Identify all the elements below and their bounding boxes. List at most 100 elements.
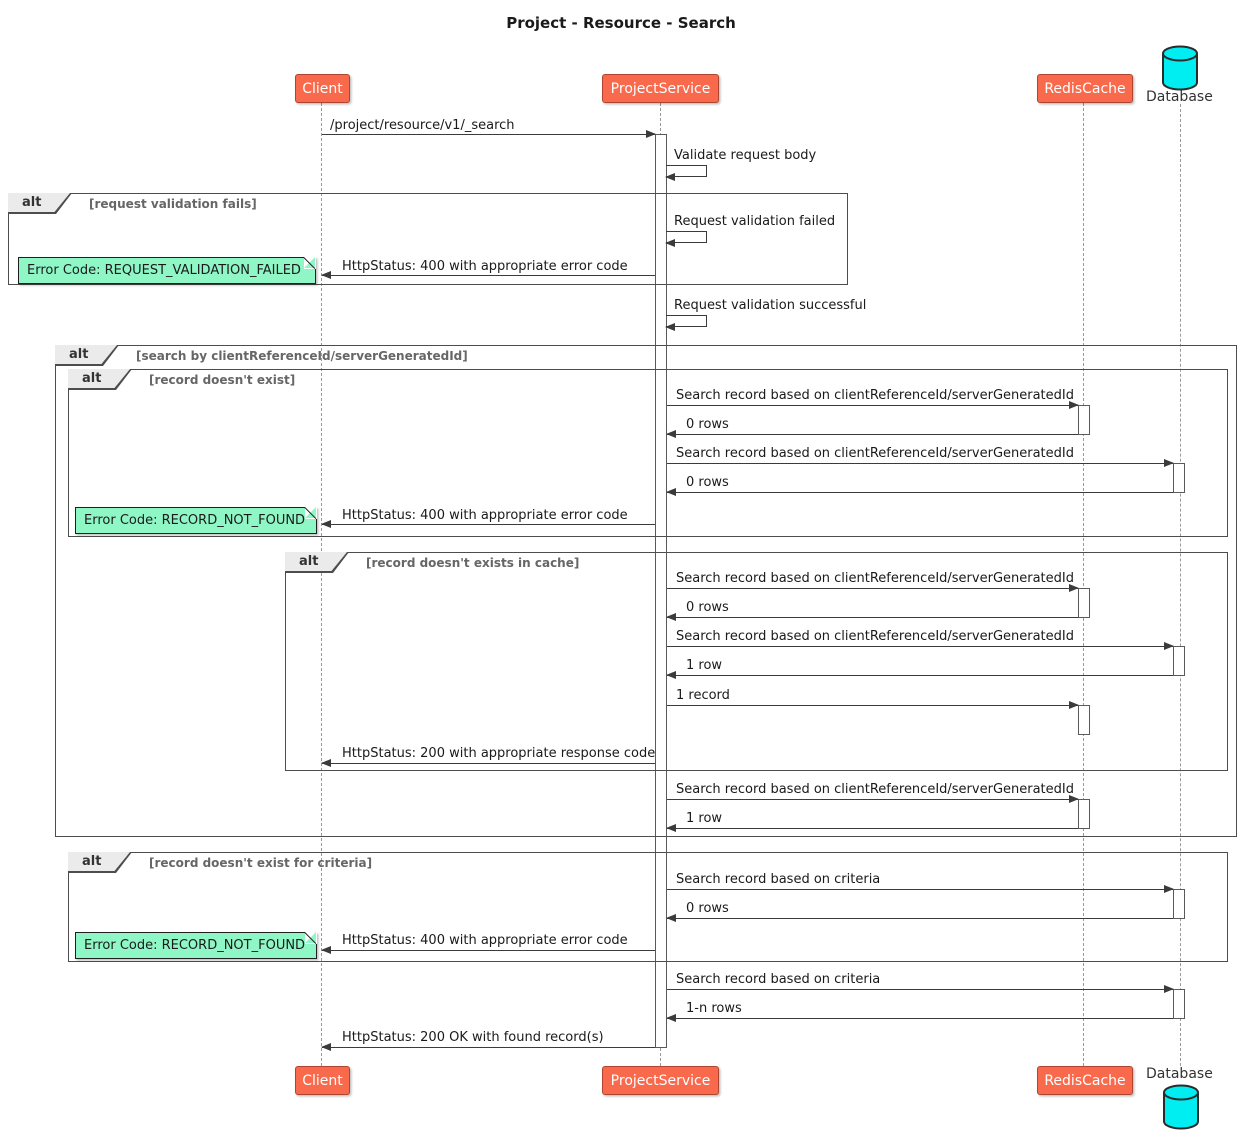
message-label: 0 rows	[686, 901, 729, 916]
alt-frame-search-by-ids: alt [search by clientReferenceId/serverG…	[55, 345, 1237, 837]
note-text: Error Code: RECORD_NOT_FOUND	[84, 938, 306, 953]
frame-keyword: alt	[82, 371, 102, 386]
frame-keyword: alt	[82, 854, 102, 869]
message-arrow	[666, 1014, 1173, 1022]
message-arrow	[667, 642, 1174, 650]
message-label: HttpStatus: 400 with appropriate error c…	[342, 259, 628, 274]
frame-tag: alt	[55, 345, 119, 366]
frame-condition: [record doesn't exist for criteria]	[149, 856, 373, 870]
message-label: HttpStatus: 200 OK with found record(s)	[342, 1030, 604, 1045]
activation-database	[1173, 646, 1185, 676]
message-label: Search record based on criteria	[676, 972, 881, 987]
message-arrow	[667, 885, 1174, 893]
participant-projectservice-top: ProjectService	[602, 74, 719, 103]
message-arrow	[666, 613, 1078, 621]
alt-frame-request-validation-fails: alt [request validation fails]	[8, 193, 848, 285]
frame-condition: [record doesn't exist]	[149, 373, 296, 387]
lifeline-client	[321, 103, 322, 1066]
message-arrow	[321, 1043, 655, 1051]
frame-tag: alt	[8, 193, 72, 214]
message-arrow	[321, 946, 655, 954]
message-arrow	[667, 795, 1079, 803]
message-arrow	[321, 759, 655, 767]
participant-label: ProjectService	[610, 1072, 711, 1089]
note-record-not-found-2: Error Code: RECORD_NOT_FOUND	[75, 932, 317, 959]
message-label: Search record based on clientReferenceId…	[676, 782, 1074, 797]
message-arrow	[322, 130, 656, 138]
note-fold-icon	[305, 507, 317, 519]
note-fold-icon	[304, 257, 316, 269]
message-arrow	[666, 430, 1078, 438]
participant-label: RedisCache	[1044, 1072, 1126, 1089]
message-label: 0 rows	[686, 600, 729, 615]
participant-label: Client	[302, 1072, 343, 1089]
message-label: HttpStatus: 200 with appropriate respons…	[342, 746, 656, 761]
activation-rediscache	[1078, 588, 1090, 618]
activation-rediscache	[1078, 405, 1090, 435]
message-label: 1-n rows	[686, 1001, 742, 1016]
message-label: Search record based on clientReferenceId…	[676, 629, 1074, 644]
self-message-arrow	[665, 315, 707, 331]
self-message-arrow	[665, 165, 707, 181]
activation-database	[1173, 889, 1185, 919]
message-label: 1 row	[686, 811, 723, 826]
note-record-not-found-1: Error Code: RECORD_NOT_FOUND	[75, 507, 317, 534]
participant-projectservice-bottom: ProjectService	[602, 1066, 719, 1095]
note-text: Error Code: REQUEST_VALIDATION_FAILED	[27, 263, 301, 278]
message-arrow	[666, 824, 1078, 832]
database-cylinder-icon-top	[1160, 44, 1200, 96]
message-arrow	[321, 271, 655, 279]
message-arrow	[667, 985, 1174, 993]
frame-tag: alt	[68, 852, 132, 873]
message-label: /project/resource/v1/_search	[330, 118, 515, 133]
note-text: Error Code: RECORD_NOT_FOUND	[84, 513, 306, 528]
alt-frame-record-doesnt-exist: alt [record doesn't exist]	[68, 369, 1228, 537]
message-label: 0 rows	[686, 475, 729, 490]
message-label: Search record based on clientReferenceId…	[676, 388, 1074, 403]
participant-database-bottom: Database	[1146, 1066, 1213, 1082]
participant-client-top: Client	[295, 74, 350, 103]
message-label: Search record based on clientReferenceId…	[676, 446, 1074, 461]
frame-condition: [search by clientReferenceId/serverGener…	[136, 349, 468, 363]
participant-label: RedisCache	[1044, 80, 1126, 97]
activation-projectservice	[655, 134, 667, 1048]
alt-frame-record-doesnt-exist-for-criteria: alt [record doesn't exist for criteria]	[68, 852, 1228, 962]
lifeline-rediscache	[1083, 103, 1084, 1066]
diagram-title: Project - Resource - Search	[506, 14, 736, 32]
message-label: 0 rows	[686, 417, 729, 432]
message-arrow	[667, 584, 1079, 592]
note-request-validation-failed: Error Code: REQUEST_VALIDATION_FAILED	[18, 257, 316, 284]
message-label: Validate request body	[674, 148, 817, 163]
activation-rediscache	[1078, 799, 1090, 829]
frame-keyword: alt	[22, 195, 42, 210]
lifeline-database	[1180, 104, 1181, 1066]
participant-database-top: Database	[1146, 89, 1213, 105]
message-label: Request validation successful	[674, 298, 867, 313]
frame-keyword: alt	[299, 554, 319, 569]
message-label: Search record based on clientReferenceId…	[676, 571, 1074, 586]
participant-client-bottom: Client	[295, 1066, 350, 1095]
participant-rediscache-top: RedisCache	[1037, 74, 1133, 103]
message-label: Request validation failed	[674, 214, 836, 229]
activation-database	[1173, 463, 1185, 493]
activation-rediscache	[1078, 705, 1090, 735]
message-arrow	[666, 914, 1173, 922]
message-arrow	[666, 488, 1173, 496]
message-label: HttpStatus: 400 with appropriate error c…	[342, 933, 628, 948]
participant-label: ProjectService	[610, 80, 711, 97]
activation-database	[1173, 989, 1185, 1019]
message-arrow	[321, 520, 655, 528]
message-arrow	[667, 701, 1079, 709]
note-fold-icon	[305, 932, 317, 944]
message-label: Search record based on criteria	[676, 872, 881, 887]
message-arrow	[666, 671, 1173, 679]
message-arrow	[667, 459, 1174, 467]
frame-condition: [request validation fails]	[89, 197, 257, 211]
participant-rediscache-bottom: RedisCache	[1037, 1066, 1133, 1095]
database-cylinder-icon-bottom	[1161, 1083, 1201, 1135]
message-label: 1 row	[686, 658, 723, 673]
frame-tag: alt	[68, 369, 132, 390]
self-message-arrow	[665, 231, 707, 247]
frame-condition: [record doesn't exists in cache]	[366, 556, 580, 570]
